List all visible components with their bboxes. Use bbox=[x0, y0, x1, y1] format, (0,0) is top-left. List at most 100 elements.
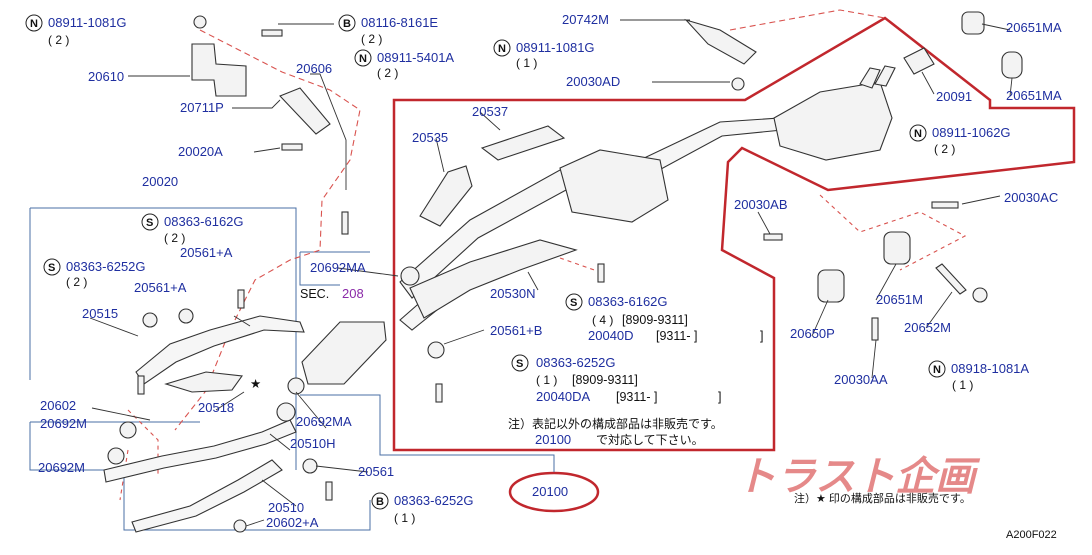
gasket-20692M bbox=[119, 421, 137, 439]
gasket-20692M-b bbox=[107, 447, 125, 465]
label-20020: 20020 bbox=[142, 174, 178, 189]
label-20602A: 20602+A bbox=[266, 515, 319, 530]
group-box-lower bbox=[29, 421, 371, 531]
ref-circle-n2 bbox=[354, 49, 372, 67]
bracket-20610 bbox=[191, 43, 247, 97]
ref-letter-s2: S bbox=[48, 262, 55, 274]
label-20692MA-1: 20692MA bbox=[310, 260, 366, 275]
ref-letter-n3: N bbox=[498, 43, 506, 55]
front-pipe-20510 bbox=[131, 459, 283, 533]
heat-shield-20518 bbox=[164, 371, 243, 393]
group-box-20100 bbox=[300, 394, 555, 472]
ref-part-s3: 20040D bbox=[588, 328, 634, 343]
ref-circle-n5 bbox=[928, 360, 946, 378]
ref-circle-n1 bbox=[25, 14, 43, 32]
ref-code-s4: 08363-6252G bbox=[536, 355, 616, 370]
bolt-20030AB bbox=[763, 233, 783, 241]
ref-range-s3b-close: ] bbox=[760, 329, 763, 343]
mount-20651M bbox=[883, 231, 911, 265]
clamp-20561A bbox=[142, 312, 158, 328]
ref-part-s4: 20040DA bbox=[536, 389, 591, 404]
note-non-sale-line2: で対応して下さい。 bbox=[596, 433, 704, 447]
ref-range-s3a: [8909-9311] bbox=[622, 313, 688, 327]
ref-qty-s1: ( 2 ) bbox=[164, 231, 185, 245]
front-pipe-20020 bbox=[135, 315, 305, 385]
ref-circle-s4 bbox=[511, 354, 529, 372]
ref-range-s3b: [9311- ] bbox=[656, 329, 697, 343]
bolt-20606 bbox=[341, 211, 349, 235]
label-20020A: 20020A bbox=[178, 144, 223, 159]
bolt-b2 bbox=[325, 481, 333, 501]
label-20030AB: 20030AB bbox=[734, 197, 788, 212]
label-20651MA-1: 20651MA bbox=[1006, 20, 1062, 35]
label-20100: 20100 bbox=[532, 484, 568, 499]
ref-code-s1: 08363-6162G bbox=[164, 214, 244, 229]
label-20091: 20091 bbox=[936, 89, 972, 104]
catalyst-converter bbox=[301, 321, 387, 385]
ref-code-s2: 08363-6252G bbox=[66, 259, 146, 274]
insulator-20530N bbox=[409, 239, 578, 319]
ref-range-s4b: [9311- ] bbox=[616, 390, 657, 404]
bracket-20742M bbox=[684, 18, 757, 65]
bracket-20711P bbox=[279, 87, 331, 135]
ref-code-n1: 08911-1081G bbox=[48, 15, 127, 30]
note-star-non-sale: 注）★ 印の構成部品は非販売です。 bbox=[794, 491, 971, 505]
ref-circle-b2 bbox=[371, 492, 389, 510]
bolt-s3 bbox=[597, 263, 605, 283]
group-box-20692ma bbox=[299, 251, 370, 286]
bolt-s2 bbox=[137, 375, 145, 395]
label-20742M: 20742M bbox=[562, 12, 609, 27]
ref-code-n5: 08918-1081A bbox=[951, 361, 1029, 376]
ref-qty-n5: ( 1 ) bbox=[952, 378, 973, 392]
label-20510: 20510 bbox=[268, 500, 304, 515]
nut-20030AD bbox=[731, 77, 745, 91]
label-20652M: 20652M bbox=[904, 320, 951, 335]
label-20606: 20606 bbox=[296, 61, 332, 76]
nut-08918 bbox=[972, 287, 988, 303]
mount-20650P bbox=[817, 269, 845, 303]
bolt-s4 bbox=[435, 383, 443, 403]
ref-range-s4b-close: ] bbox=[718, 390, 721, 404]
label-20518: 20518 bbox=[198, 400, 234, 415]
rod-20652M bbox=[935, 263, 967, 295]
label-20561B: 20561+B bbox=[490, 323, 542, 338]
ref-code-b2: 08363-6252G bbox=[394, 493, 474, 508]
ref-qty-s2: ( 2 ) bbox=[66, 275, 87, 289]
gasket-20692MA-b bbox=[287, 377, 305, 395]
label-20650P: 20650P bbox=[790, 326, 835, 341]
label-20515: 20515 bbox=[82, 306, 118, 321]
label-20692MA-2: 20692MA bbox=[296, 414, 352, 429]
mount-20651MA-b bbox=[1001, 51, 1023, 79]
ref-letter-n4: N bbox=[914, 128, 922, 140]
label-20610: 20610 bbox=[88, 69, 124, 84]
ref-qty-s4a: ( 1 ) bbox=[536, 373, 557, 387]
ref-circle-s1 bbox=[141, 213, 159, 231]
label-20030AD: 20030AD bbox=[566, 74, 620, 89]
label-20711P: 20711P bbox=[180, 100, 224, 115]
ref-code-s3: 08363-6162G bbox=[588, 294, 668, 309]
ref-qty-n4: ( 2 ) bbox=[934, 142, 955, 156]
insulator-20535 bbox=[419, 165, 473, 227]
label-20530N: 20530N bbox=[490, 286, 536, 301]
ref-circle-n4 bbox=[909, 124, 927, 142]
ref-letter-s3: S bbox=[570, 297, 577, 309]
label-sec-number: 208 bbox=[342, 286, 364, 301]
label-20602: 20602 bbox=[40, 398, 76, 413]
ref-code-n2: 08911-5401A bbox=[377, 50, 454, 65]
bolt-20030AC bbox=[931, 201, 959, 209]
note-non-sale-line1: 注）表記以外の構成部品は非販売です。 bbox=[508, 416, 723, 431]
ref-letter-n1: N bbox=[30, 18, 38, 30]
label-20651M: 20651M bbox=[876, 292, 923, 307]
ref-letter-n5: N bbox=[933, 364, 941, 376]
label-sec: SEC. bbox=[300, 287, 329, 301]
ref-code-b1: 08116-8161E bbox=[361, 15, 438, 30]
ref-qty-n3: ( 1 ) bbox=[516, 56, 537, 70]
nut-20602A bbox=[233, 519, 247, 533]
dash-line-hanger-right bbox=[729, 9, 886, 31]
label-20561: 20561 bbox=[358, 464, 394, 479]
label-20692M-2: 20692M bbox=[38, 460, 85, 475]
ref-qty-n1: ( 2 ) bbox=[48, 33, 69, 47]
bolt-08116 bbox=[261, 29, 283, 37]
